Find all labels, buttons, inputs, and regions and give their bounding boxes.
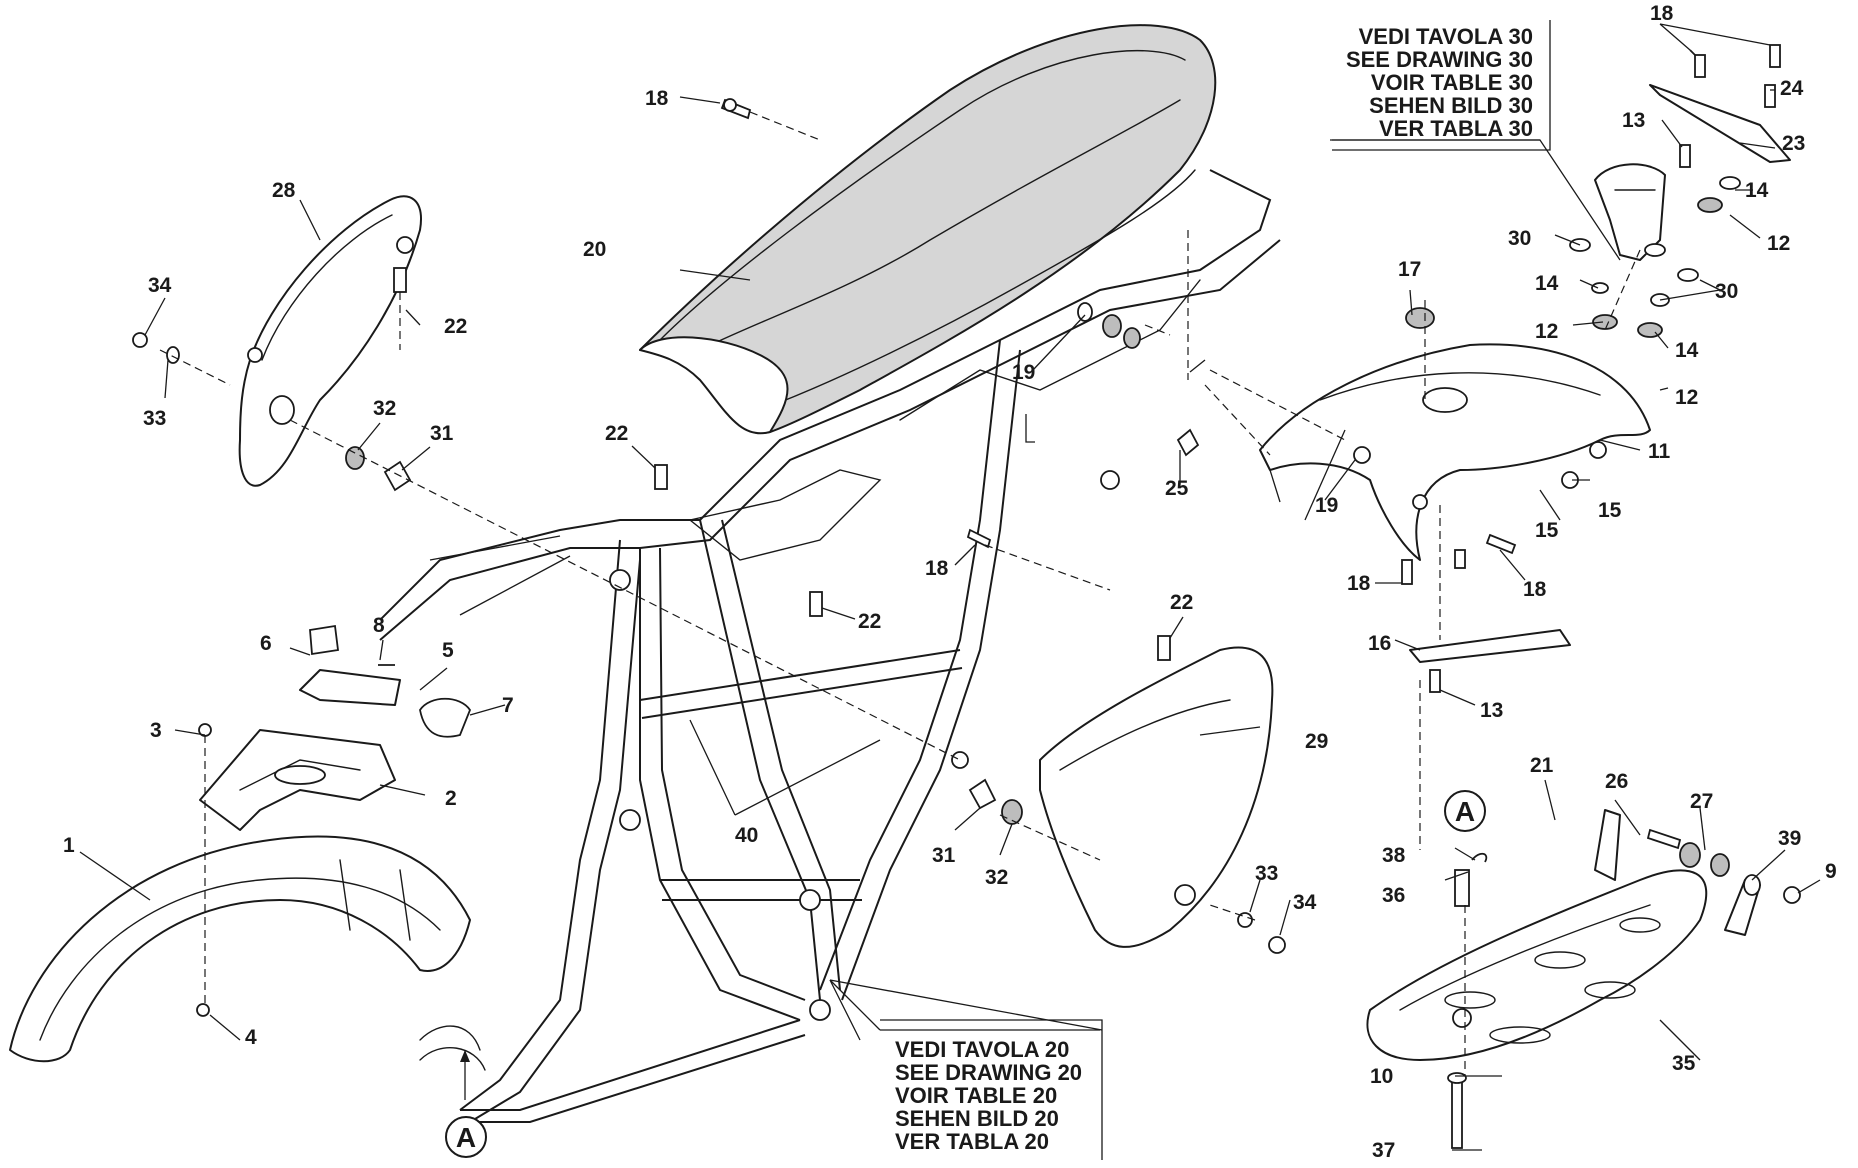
detail-marker-a-frame: A <box>445 1116 487 1158</box>
part-label-31: 31 <box>430 422 454 445</box>
part-label-8: 8 <box>373 614 385 637</box>
part-label-25: 25 <box>1165 477 1189 500</box>
part-label-31: 31 <box>932 844 956 867</box>
rear-fender <box>1259 343 1651 561</box>
part-label-9: 9 <box>1825 860 1837 883</box>
part-label-2: 2 <box>445 787 457 810</box>
part-label-13: 13 <box>1480 699 1503 722</box>
part-label-37: 37 <box>1372 1139 1395 1162</box>
part-label-10: 10 <box>1370 1065 1393 1088</box>
part-label-5: 5 <box>442 639 454 662</box>
part-label-18: 18 <box>925 557 949 580</box>
ref-note-line: VOIR TABLE 30 <box>1371 70 1533 95</box>
part-label-33: 33 <box>143 407 166 430</box>
front-fender <box>9 835 471 1063</box>
part-label-7: 7 <box>502 694 514 717</box>
part-label-6: 6 <box>260 632 272 655</box>
part-label-19: 19 <box>1012 361 1035 384</box>
part-label-1: 1 <box>63 834 75 857</box>
part-label-26: 26 <box>1605 770 1628 793</box>
leader-lines <box>79 23 1821 1151</box>
part-label-34: 34 <box>1293 891 1317 914</box>
part-label-32: 32 <box>373 397 396 420</box>
ref-note-line: SEE DRAWING 20 <box>895 1060 1082 1085</box>
ref-note-line: VEDI TAVOLA 30 <box>1359 24 1533 49</box>
part-label-35: 35 <box>1672 1052 1696 1075</box>
part-label-18: 18 <box>1523 578 1547 601</box>
part-label-15: 15 <box>1598 499 1622 522</box>
part-label-21: 21 <box>1530 754 1554 777</box>
part-label-20: 20 <box>583 238 606 261</box>
tail-bracket <box>1409 84 1791 663</box>
part-label-28: 28 <box>272 179 296 202</box>
hardware <box>132 44 1801 1149</box>
part-label-18: 18 <box>1347 572 1371 595</box>
fender-bracket <box>199 624 472 831</box>
part-labels: 18 18 24 23 13 14 12 30 30 14 12 14 12 1… <box>63 2 1837 1162</box>
ref-note-drawing-20: VEDI TAVOLA 20 SEE DRAWING 20 VOIR TABLE… <box>880 1019 1103 1160</box>
ref-note-line: SEHEN BILD 30 <box>1369 93 1533 118</box>
part-label-12: 12 <box>1675 386 1698 409</box>
part-label-16: 16 <box>1368 632 1391 655</box>
ref-note-drawing-30: VEDI TAVOLA 30 SEE DRAWING 30 VOIR TABLE… <box>1332 20 1551 151</box>
part-label-14: 14 <box>1745 179 1769 202</box>
part-label-11: 11 <box>1648 440 1671 463</box>
part-label-27: 27 <box>1690 790 1713 813</box>
part-label-32: 32 <box>985 866 1008 889</box>
part-label-22: 22 <box>605 422 628 445</box>
part-label-14: 14 <box>1535 272 1559 295</box>
skid-plate <box>1366 809 1761 1061</box>
part-label-17: 17 <box>1398 258 1421 281</box>
part-label-38: 38 <box>1382 844 1406 867</box>
part-label-29: 29 <box>1305 730 1328 753</box>
part-label-3: 3 <box>150 719 162 742</box>
part-label-30: 30 <box>1715 280 1738 303</box>
seat <box>639 24 1217 435</box>
part-label-14: 14 <box>1675 339 1699 362</box>
left-side-panel <box>238 195 422 487</box>
part-label-22: 22 <box>1170 591 1193 614</box>
ref-note-line: VER TABLA 20 <box>895 1129 1049 1154</box>
part-label-18: 18 <box>645 87 669 110</box>
ref-note-line: SEE DRAWING 30 <box>1346 47 1533 72</box>
part-label-22: 22 <box>444 315 467 338</box>
part-label-34: 34 <box>148 274 172 297</box>
part-label-13: 13 <box>1622 109 1645 132</box>
detail-marker-label: A <box>1455 796 1475 827</box>
part-label-24: 24 <box>1780 77 1804 100</box>
ref-note-line: VOIR TABLE 20 <box>895 1083 1057 1108</box>
part-label-36: 36 <box>1382 884 1405 907</box>
part-label-4: 4 <box>245 1026 257 1049</box>
ref-note-line: VEDI TAVOLA 20 <box>895 1037 1069 1062</box>
part-label-40: 40 <box>735 824 758 847</box>
part-label-12: 12 <box>1767 232 1790 255</box>
part-label-23: 23 <box>1782 132 1805 155</box>
assembly-lines <box>159 111 1641 1075</box>
part-label-15: 15 <box>1535 519 1559 542</box>
ref-note-line: SEHEN BILD 20 <box>895 1106 1059 1131</box>
part-label-18: 18 <box>1650 2 1674 25</box>
part-label-12: 12 <box>1535 320 1558 343</box>
part-label-39: 39 <box>1778 827 1801 850</box>
ref-note-line: VER TABLA 30 <box>1379 116 1533 141</box>
part-label-30: 30 <box>1508 227 1531 250</box>
right-side-panel <box>1039 646 1274 948</box>
detail-marker-a-skid: A <box>1444 790 1486 832</box>
part-label-22: 22 <box>858 610 881 633</box>
frame <box>379 169 1281 1123</box>
part-label-33: 33 <box>1255 862 1278 885</box>
part-label-19: 19 <box>1315 494 1338 517</box>
detail-marker-label: A <box>456 1122 476 1153</box>
